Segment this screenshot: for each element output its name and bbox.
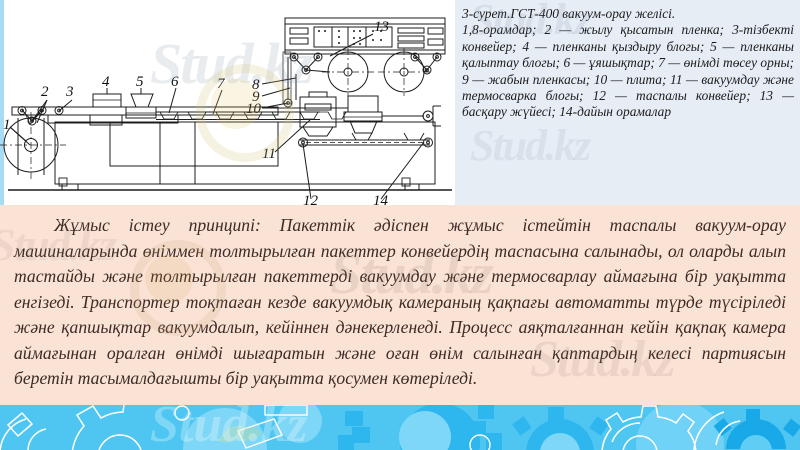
callout-4: 4 xyxy=(102,74,110,90)
callout-11: 11 xyxy=(262,146,276,162)
callout-3: 3 xyxy=(65,84,74,100)
callout-14: 14 xyxy=(373,193,389,205)
body-text-area: Жұмыс істеу принципі: Пакеттік әдіспен ж… xyxy=(0,205,800,405)
callout-9: 9 xyxy=(252,89,260,105)
gear-band-graphics xyxy=(0,405,800,450)
callout-10: 10 xyxy=(246,101,262,117)
callout-1: 1 xyxy=(3,117,11,133)
left-edge-accent-strip xyxy=(0,0,4,205)
decorative-gear-band xyxy=(0,405,800,450)
machine-diagram: 1 2 3 4 5 6 7 8 9 10 11 12 13 14 xyxy=(0,0,458,205)
callout-5: 5 xyxy=(136,74,144,90)
callout-6: 6 xyxy=(171,74,179,90)
figure-caption-panel: 3-сурет.ГСТ-400 вакуум-орау желісі. 1,8-… xyxy=(455,0,800,205)
callout-7: 7 xyxy=(217,76,226,92)
callout-labels: 1 2 3 4 5 6 7 8 9 10 11 12 13 14 xyxy=(3,19,389,205)
figure-title: 3-сурет.ГСТ-400 вакуум-орау желісі. xyxy=(462,6,676,21)
callout-13: 13 xyxy=(374,19,389,35)
callout-8: 8 xyxy=(252,77,260,93)
figure-area: 1 2 3 4 5 6 7 8 9 10 11 12 13 14 xyxy=(0,0,800,205)
callout-12: 12 xyxy=(303,193,319,205)
working-principle-paragraph: Жұмыс істеу принципі: Пакеттік әдіспен ж… xyxy=(14,215,786,388)
machine-diagram-drawing: 1 2 3 4 5 6 7 8 9 10 11 12 13 14 xyxy=(0,17,452,205)
callout-2: 2 xyxy=(41,84,49,100)
figure-legend: 1,8-орамдар; 2 — жылу қысатын пленка; 3-… xyxy=(462,22,794,120)
